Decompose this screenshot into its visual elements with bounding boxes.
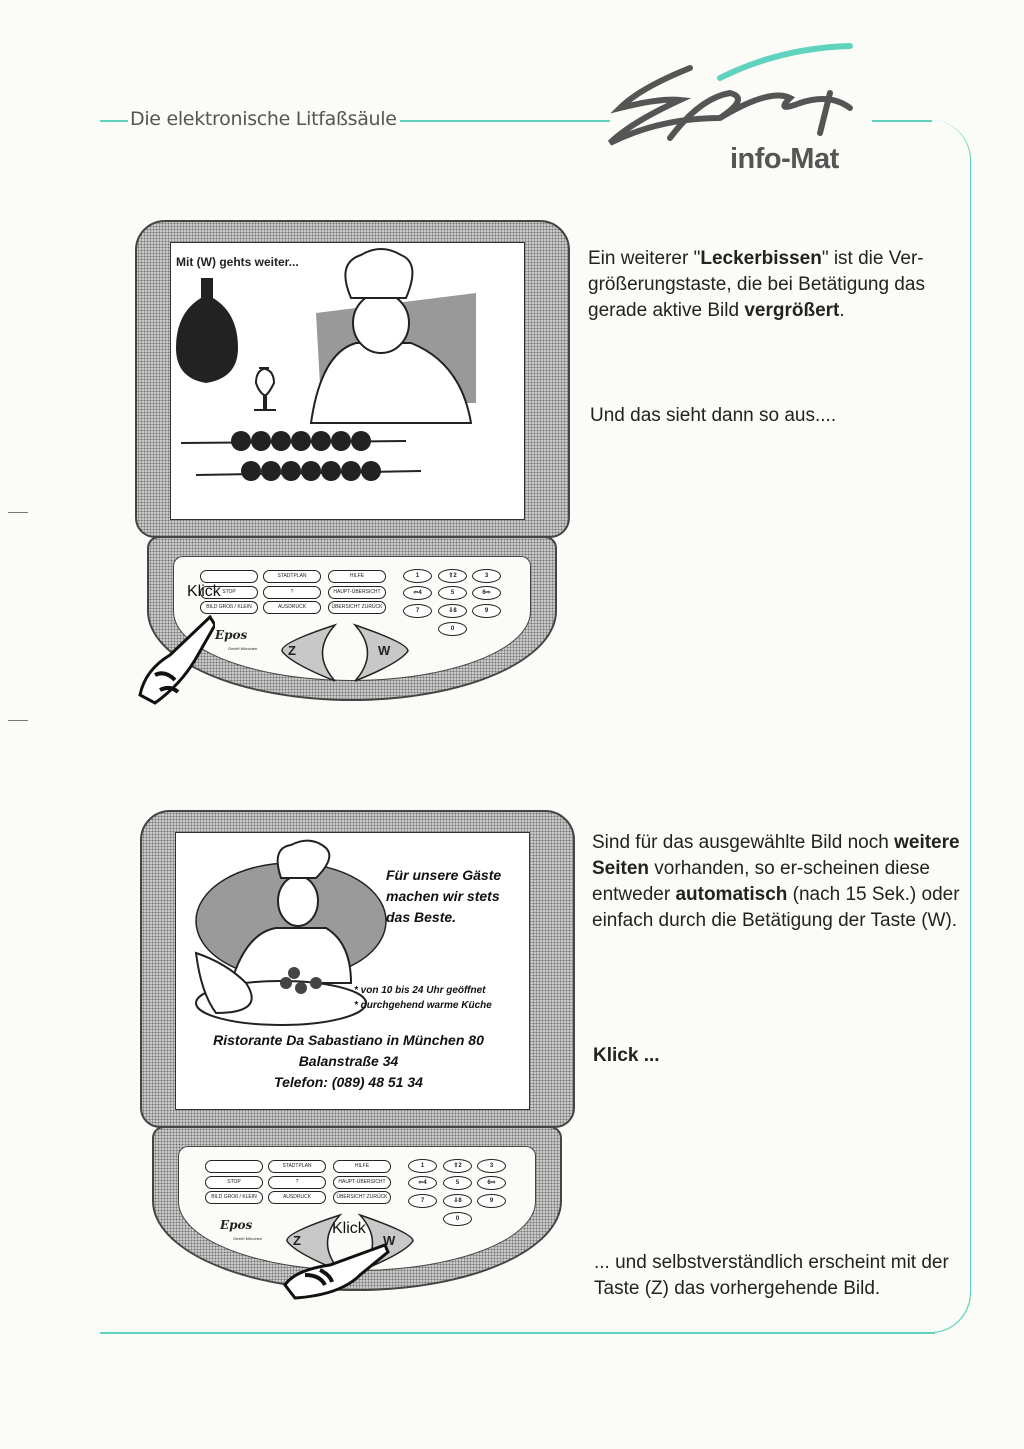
keypad-button[interactable]: STOP <box>205 1176 263 1189</box>
section1-paragraph: Ein weiterer "Leckerbissen" ist die Ver-… <box>588 246 963 324</box>
keypad-brand-sub: GmbH München <box>228 646 258 651</box>
numpad-key[interactable]: 0 <box>438 622 467 636</box>
back-z-button[interactable]: Z <box>293 1233 301 1248</box>
keypad-button[interactable]: STADTPLAN <box>263 570 321 583</box>
numpad-key[interactable]: ⇦4 <box>408 1176 437 1190</box>
keypad-button[interactable]: ? <box>268 1176 326 1189</box>
text: Ein weiterer " <box>588 248 701 269</box>
keypad-brand-logo: Epos <box>220 1218 253 1232</box>
section2-closing: ... und selbstverständlich erscheint mit… <box>594 1252 949 1299</box>
keypad-button[interactable]: ÜBERSICHT ZURÜCK <box>328 601 386 614</box>
numpad-key[interactable]: ⇧2 <box>438 569 467 583</box>
numpad-key[interactable]: 5 <box>443 1176 472 1190</box>
display-screen: Mit (W) gehts weiter... <box>170 242 525 520</box>
text: (nach 15 Sek.) oder einfach durch die Be… <box>592 884 960 931</box>
text: . <box>839 300 845 321</box>
keypad-button[interactable]: HILFE <box>333 1160 391 1173</box>
pointing-hand-icon <box>283 1243 390 1300</box>
klick-label: Klick <box>332 1220 366 1237</box>
emphasis: vergrößert <box>744 300 840 321</box>
forward-w-button[interactable]: W <box>378 643 391 658</box>
keypad-button[interactable]: STOP <box>200 586 258 599</box>
slogan-line: machen wir stets <box>386 888 500 904</box>
numpad-key[interactable]: 0 <box>443 1212 472 1226</box>
numpad-key[interactable]: 7 <box>403 604 432 618</box>
header-rule-mid <box>400 120 610 122</box>
numpad-key[interactable]: 3 <box>472 569 501 583</box>
margin-mark <box>8 512 28 513</box>
screen-slogan: Für unsere Gäste machen wir stets das Be… <box>386 865 501 928</box>
restaurant-phone: Telefon: (089) 48 51 34 <box>274 1074 423 1090</box>
footer-rule <box>100 1332 935 1334</box>
numpad-key[interactable]: 6⇨ <box>472 586 501 600</box>
keypad-button[interactable]: HILFE <box>328 570 386 583</box>
klick-heading: Klick ... <box>593 1045 660 1066</box>
numpad-key[interactable]: 3 <box>477 1159 506 1173</box>
chef-with-platter-illustration <box>194 839 387 1026</box>
keypad-button[interactable]: HAUPT-ÜBERSICHT <box>333 1176 391 1189</box>
keypad-button[interactable]: HAUPT-ÜBERSICHT <box>328 586 386 599</box>
section1-note: Und das sieht dann so aus.... <box>590 405 837 426</box>
restaurant-address: Ristorante Da Sabastiano in München 80 B… <box>176 1030 521 1093</box>
numpad-key[interactable]: 5 <box>438 586 467 600</box>
header-rule-left <box>100 120 128 122</box>
emphasis: automatisch <box>675 884 788 905</box>
keypad-button[interactable]: ? <box>263 586 321 599</box>
text: Sind für das ausgewählte Bild noch <box>592 832 895 853</box>
keypad-brand-logo: Epos <box>215 628 248 642</box>
keypad-button[interactable]: STADTPLAN <box>268 1160 326 1173</box>
keypad-brand-sub: GmbH München <box>233 1236 263 1241</box>
numpad-key[interactable]: ⇦4 <box>403 586 432 600</box>
display-screen: Für unsere Gäste machen wir stets das Be… <box>175 832 530 1110</box>
header-rule-right <box>872 120 932 122</box>
infomat-device-2: Für unsere Gäste machen wir stets das Be… <box>140 810 575 1300</box>
numpad-key[interactable]: 9 <box>477 1194 506 1208</box>
numpad-key[interactable]: 1 <box>408 1159 437 1173</box>
screen-notes: * von 10 bis 24 Uhr geöffnet * durchgehe… <box>354 983 492 1013</box>
infomat-device-1: Mit (W) gehts weiter... STOP BILD GROß / … <box>135 220 570 705</box>
keypad-button[interactable]: BILD GROß / KLEIN <box>200 601 258 614</box>
logo-subtitle: info-Mat <box>730 143 839 175</box>
numpad-key[interactable]: 7 <box>408 1194 437 1208</box>
numpad-key[interactable]: 1 <box>403 569 432 583</box>
frame-corner <box>900 1262 971 1333</box>
keypad-button[interactable] <box>205 1160 263 1173</box>
margin-mark <box>8 720 28 721</box>
numpad-key[interactable]: ⇩8 <box>443 1194 472 1208</box>
pointing-hand-icon <box>138 615 215 705</box>
page-frame <box>560 120 971 1332</box>
keypad-button[interactable]: ÜBERSICHT ZURÜCK <box>333 1191 391 1204</box>
chevron-buttons-icon <box>281 623 409 682</box>
section2-paragraph: Sind für das ausgewählte Bild noch weite… <box>592 830 962 934</box>
epos-logo <box>607 43 853 146</box>
numpad-key[interactable]: 9 <box>472 604 501 618</box>
restaurant-name: Ristorante Da Sabastiano in München 80 <box>213 1032 484 1048</box>
numpad-key[interactable]: ⇩8 <box>438 604 467 618</box>
keypad-button[interactable] <box>200 570 258 583</box>
text: " ist die Ver-größerungstaste, die bei B… <box>588 248 925 321</box>
note-line: * durchgehend warme Küche <box>354 1000 492 1011</box>
keypad-button[interactable]: BILD GROß / KLEIN <box>205 1191 263 1204</box>
emphasis: weitere Seiten <box>592 832 960 879</box>
numpad-key[interactable]: 6⇨ <box>477 1176 506 1190</box>
keypad-button[interactable]: AUSDRUCK <box>263 601 321 614</box>
restaurant-street: Balanstraße 34 <box>298 1053 399 1069</box>
screen-caption: Mit (W) gehts weiter... <box>176 255 299 269</box>
note-line: * von 10 bis 24 Uhr geöffnet <box>354 985 486 996</box>
numpad-key[interactable]: ⇧2 <box>443 1159 472 1173</box>
klick-label: Klick <box>187 583 221 600</box>
slogan-line: das Beste. <box>386 909 457 925</box>
text: vorhanden, so er-scheinen diese entweder <box>592 858 930 905</box>
chef-with-skewers-illustration <box>176 248 476 481</box>
slogan-line: Für unsere Gäste <box>386 867 502 883</box>
keypad-button[interactable]: AUSDRUCK <box>268 1191 326 1204</box>
header-title: Die elektronische Litfaßsäule <box>130 108 397 130</box>
emphasis: Leckerbissen <box>700 248 822 269</box>
back-z-button[interactable]: Z <box>288 643 296 658</box>
